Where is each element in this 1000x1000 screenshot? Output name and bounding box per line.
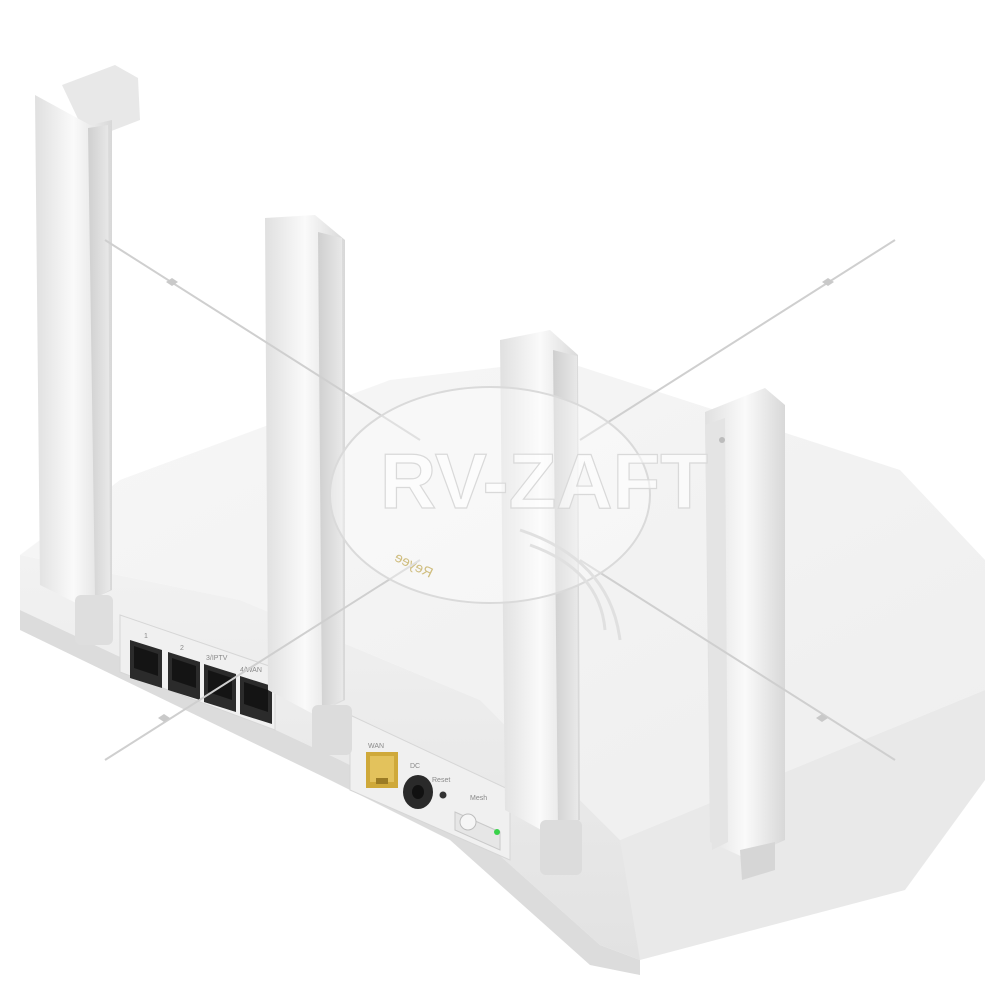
antenna-far-right <box>705 388 785 880</box>
antenna-front-left <box>35 95 113 645</box>
port-label-4: 4/WAN <box>240 667 262 674</box>
antenna-front-right <box>500 330 582 875</box>
reset-label: Reset <box>432 777 450 784</box>
antenna-middle <box>265 215 352 755</box>
dc-power-jack[interactable] <box>403 775 433 809</box>
router-bottom-edge <box>20 610 640 975</box>
watermark-lines <box>104 239 896 761</box>
port-label-1: 1 <box>144 633 148 640</box>
mesh-label: Mesh <box>470 795 487 802</box>
dc-label: DC <box>410 763 420 770</box>
lan-port-1[interactable] <box>130 640 162 688</box>
watermark-diamonds <box>158 278 834 722</box>
port-label-2: 2 <box>180 645 184 652</box>
router-right-side <box>600 690 985 960</box>
watermark-text: RV-ZAFT <box>380 437 708 525</box>
port-label-3: 3/IPTV <box>206 655 228 662</box>
wan-label: WAN <box>368 743 384 750</box>
reset-pinhole[interactable] <box>439 791 447 799</box>
wan-port[interactable] <box>366 752 398 788</box>
watermark-logo: RV-ZAFT <box>329 386 708 641</box>
status-led <box>494 829 500 835</box>
lan-port-4[interactable] <box>240 676 272 724</box>
lan-port-2[interactable] <box>168 652 200 700</box>
mesh-button[interactable] <box>454 811 501 851</box>
